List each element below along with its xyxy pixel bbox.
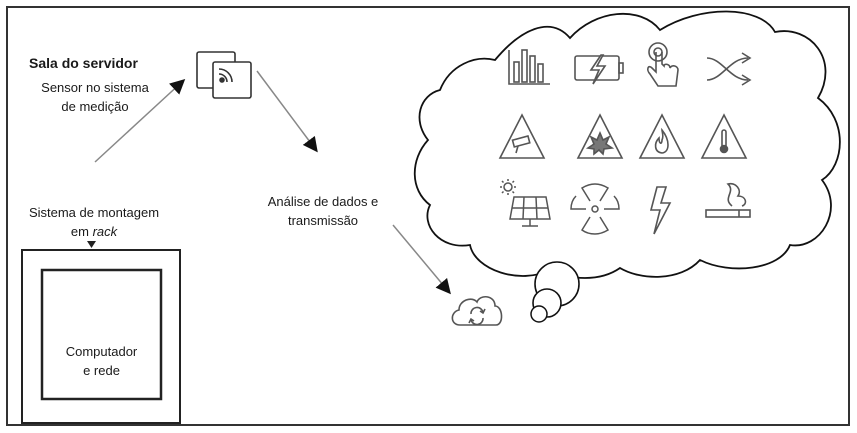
- fire-warning-icon: [638, 113, 686, 159]
- server-room-title: Sala do servidor: [29, 55, 138, 71]
- computer-label-line1: Computador: [65, 344, 138, 359]
- analysis-label-line2: transmissão: [287, 213, 359, 228]
- explosion-warning-icon: [576, 113, 624, 159]
- sensor-label-line1: Sensor no sistema: [41, 80, 149, 95]
- cloud-sync-icon: [451, 296, 503, 326]
- radiation-icon: [570, 183, 620, 235]
- rack-pointer: [87, 241, 96, 248]
- computer-label-line2: e rede: [83, 363, 120, 378]
- outer-frame: [6, 6, 850, 426]
- analysis-label-line1: Análise de dados e: [267, 194, 379, 209]
- rack-label-prefix: em: [70, 224, 89, 239]
- solar-panel-icon: [500, 179, 551, 227]
- bar-chart-icon: [508, 49, 550, 85]
- rack-system: [21, 241, 181, 424]
- lightning-icon: [649, 186, 672, 235]
- rack-label-italic: rack: [92, 224, 118, 239]
- computer-label: Computador e rede: [44, 342, 159, 380]
- rack-label-line2: em rack: [22, 222, 166, 241]
- temperature-warning-icon: [700, 113, 748, 159]
- arrow-rack-to-sensor: [94, 78, 186, 163]
- surveillance-camera-warning-icon: [498, 113, 546, 159]
- rack-label-line1: Sistema de montagem: [28, 205, 160, 220]
- sensor-label: Sensor no sistema de medição: [34, 78, 156, 116]
- nfc-sensor-icon: [196, 51, 252, 99]
- arrow-sensor-to-analysis: [256, 70, 318, 153]
- arrow-analysis-to-cloud: [392, 224, 451, 295]
- rack-label: Sistema de montagem em rack: [22, 203, 166, 241]
- cigarette-smoke-icon: [705, 182, 751, 218]
- thought-cloud: [413, 10, 841, 323]
- touch-finger-icon: [647, 42, 679, 87]
- sensor-label-line2: de medição: [61, 99, 129, 114]
- analysis-label: Análise de dados e transmissão: [258, 192, 388, 230]
- battery-charging-icon: [574, 54, 624, 85]
- shuffle-icon: [706, 52, 752, 86]
